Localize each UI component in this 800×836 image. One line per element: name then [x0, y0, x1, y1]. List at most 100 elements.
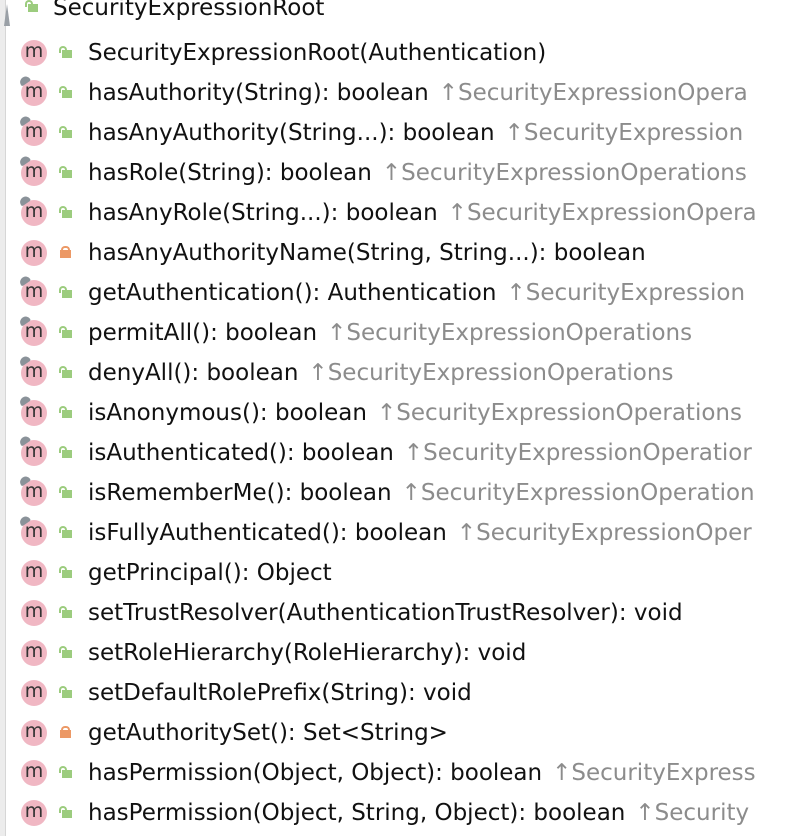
method-item[interactable]: m isRememberMe(): boolean ↑SecurityExpress…: [0, 473, 800, 513]
method-icon: m: [17, 194, 47, 226]
public-lock-icon: [59, 326, 72, 338]
method-item[interactable]: m permitAll(): boolean ↑SecurityExpression…: [0, 313, 800, 353]
method-signature: getPrincipal(): Object: [88, 560, 332, 586]
public-lock-icon: [59, 766, 72, 778]
method-signature: hasPermission(Object, String, Object): b…: [88, 800, 626, 826]
method-signature: SecurityExpressionRoot(Authentication): [88, 40, 547, 66]
method-signature: setTrustResolver(AuthenticationTrustReso…: [88, 600, 683, 626]
method-item[interactable]: m isFullyAuthenticated(): boolean ↑Securit…: [0, 513, 800, 553]
public-lock-icon: [59, 86, 72, 98]
method-item[interactable]: m hasRole(String): boolean ↑SecurityExpres…: [0, 153, 800, 193]
method-icon: m: [21, 680, 47, 706]
overridden-marker-icon: [17, 354, 32, 367]
method-item[interactable]: m isAuthenticated(): boolean ↑SecurityExpr…: [0, 433, 800, 473]
method-signature: hasPermission(Object, Object): boolean: [88, 760, 543, 786]
inherited-from: ↑SecurityExpressionOperations: [381, 160, 747, 186]
method-item[interactable]: m getAuthoritySet(): Set<String>: [0, 713, 800, 753]
method-icon: m: [21, 560, 47, 586]
method-item[interactable]: m hasAnyAuthority(String...): boolean ↑Sec…: [0, 113, 800, 153]
method-signature: permitAll(): boolean: [88, 320, 318, 346]
method-signature: setRoleHierarchy(RoleHierarchy): void: [88, 640, 527, 666]
method-icon: m: [21, 40, 47, 66]
public-lock-icon: [59, 166, 72, 178]
overridden-marker-icon: [17, 514, 32, 527]
method-signature: getAuthentication(): Authentication: [88, 280, 497, 306]
method-item[interactable]: m denyAll(): boolean ↑SecurityExpressionOp…: [0, 353, 800, 393]
inherited-from: ↑SecurityExpressionOpera: [438, 80, 748, 106]
method-item[interactable]: m setTrustResolver(AuthenticationTrustRes…: [0, 593, 800, 633]
method-signature: hasAnyAuthority(String...): boolean: [88, 120, 495, 146]
public-lock-icon: [59, 526, 72, 538]
public-lock-icon: [59, 446, 72, 458]
method-signature: isRememberMe(): boolean: [88, 480, 392, 506]
method-icon: m: [17, 394, 47, 426]
method-signature: isAuthenticated(): boolean: [88, 440, 394, 466]
overridden-marker-icon: [17, 114, 32, 127]
method-icon: m: [21, 760, 47, 786]
method-icon: m: [21, 640, 47, 666]
method-icon: m: [21, 800, 47, 826]
method-icon: m: [21, 600, 47, 626]
method-signature: isAnonymous(): boolean: [88, 400, 367, 426]
public-lock-icon: [59, 286, 72, 298]
method-icon: m: [17, 354, 47, 386]
method-item[interactable]: m isAnonymous(): boolean ↑SecurityExpressi…: [0, 393, 800, 433]
inherited-from: ↑SecurityExpression: [506, 280, 746, 306]
method-signature: setDefaultRolePrefix(String): void: [88, 680, 472, 706]
method-item[interactable]: m setRoleHierarchy(RoleHierarchy): void: [0, 633, 800, 673]
method-signature: hasAnyAuthorityName(String, String...): …: [88, 240, 646, 266]
method-signature: getAuthoritySet(): Set<String>: [88, 720, 448, 746]
inherited-from: ↑SecurityExpress: [552, 760, 756, 786]
overridden-marker-icon: [17, 194, 32, 207]
method-icon: m: [21, 240, 47, 266]
public-lock-icon: [59, 486, 72, 498]
overridden-marker-icon: [17, 74, 32, 87]
method-icon: m: [17, 274, 47, 306]
overridden-marker-icon: [17, 394, 32, 407]
inherited-from: ↑SecurityExpressionOperations: [308, 360, 674, 386]
method-icon: m: [17, 474, 47, 506]
method-icon: m: [17, 314, 47, 346]
method-icon: m: [17, 154, 47, 186]
overridden-marker-icon: [17, 314, 32, 327]
method-item[interactable]: m getPrincipal(): Object: [0, 553, 800, 593]
method-icon: m: [17, 74, 47, 106]
inherited-from: ↑SecurityExpressionOperation: [401, 480, 755, 506]
inherited-from: ↑Security: [635, 800, 750, 826]
public-lock-icon: [59, 806, 72, 818]
public-lock-icon: [59, 366, 72, 378]
inherited-from: ↑SecurityExpressionOperations: [327, 320, 693, 346]
public-lock-icon: [59, 406, 72, 418]
method-icon: m: [17, 514, 47, 546]
method-signature: isFullyAuthenticated(): boolean: [88, 520, 447, 546]
inherited-from: ↑SecurityExpression: [504, 120, 744, 146]
public-lock-icon: [59, 606, 72, 618]
public-lock-icon: [59, 126, 72, 138]
public-lock-icon: [25, 0, 38, 12]
class-node[interactable]: SecurityExpressionRoot: [0, 0, 800, 34]
method-item[interactable]: m hasPermission(Object, String, Object): …: [0, 793, 800, 833]
private-lock-icon: [59, 726, 72, 738]
method-item[interactable]: m getAuthentication(): Authentication ↑Sec…: [0, 273, 800, 313]
method-icon: m: [21, 720, 47, 746]
class-name: SecurityExpressionRoot: [53, 0, 325, 21]
method-signature: denyAll(): boolean: [88, 360, 299, 386]
method-item[interactable]: m SecurityExpressionRoot(Authentication): [0, 33, 800, 73]
method-icon: m: [17, 114, 47, 146]
method-item[interactable]: m hasPermission(Object, Object): boolean ↑…: [0, 753, 800, 793]
collapse-toggle-icon[interactable]: [4, 4, 10, 26]
public-lock-icon: [59, 646, 72, 658]
inherited-from: ↑SecurityExpressionOper: [456, 520, 752, 546]
method-item[interactable]: m setDefaultRolePrefix(String): void: [0, 673, 800, 713]
inherited-from: ↑SecurityExpressionOperations: [376, 400, 742, 426]
public-lock-icon: [59, 686, 72, 698]
method-signature: hasRole(String): boolean: [88, 160, 372, 186]
inherited-from: ↑SecurityExpressionOperatior: [403, 440, 752, 466]
public-lock-icon: [59, 206, 72, 218]
inherited-from: ↑SecurityExpressionOpera: [447, 200, 757, 226]
overridden-marker-icon: [17, 154, 32, 167]
method-icon: m: [17, 434, 47, 466]
method-item[interactable]: m hasAnyAuthorityName(String, String...):…: [0, 233, 800, 273]
